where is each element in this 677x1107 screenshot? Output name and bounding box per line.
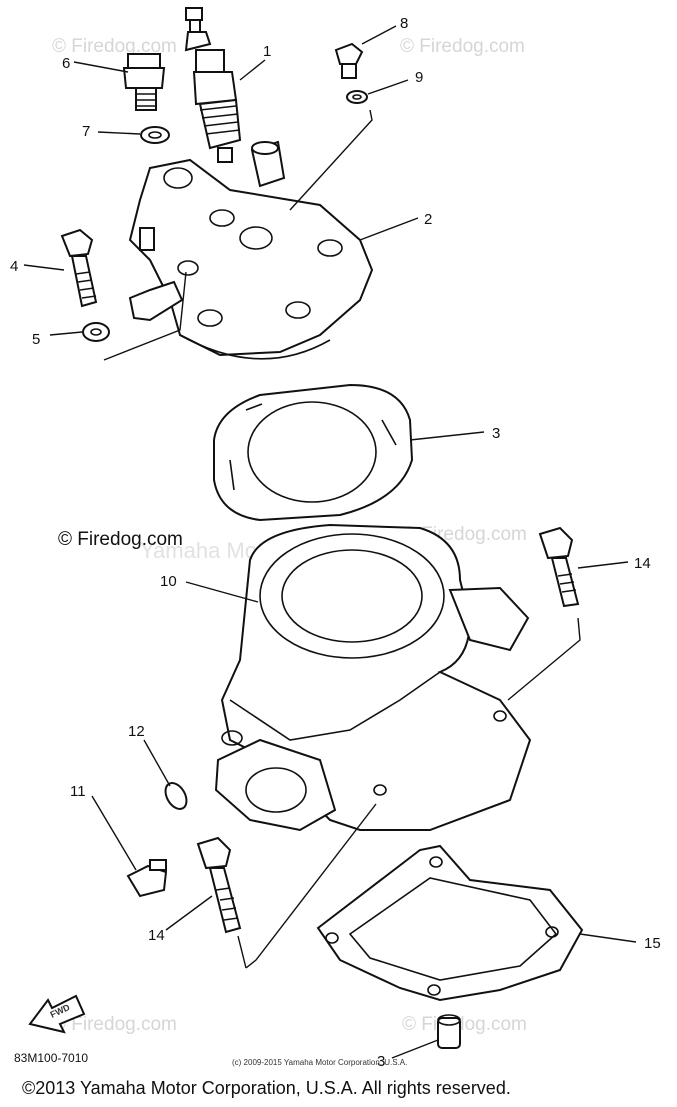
watermark-top-left: © Firedog.com xyxy=(52,36,177,57)
callout-8: 8 xyxy=(400,15,408,32)
cylinder-head xyxy=(128,140,374,360)
small-copyright: (c) 2009-2015 Yamaha Motor Corporation, … xyxy=(232,1058,407,1067)
bolt-14-upper xyxy=(538,526,580,608)
washer-9 xyxy=(346,90,368,104)
washer-12 xyxy=(164,782,188,810)
part-code: 83M100-7010 xyxy=(14,1051,88,1065)
head-gasket xyxy=(213,383,414,522)
watermark-top-right: © Firedog.com xyxy=(400,36,525,57)
callout-6: 6 xyxy=(62,55,70,72)
callout-14-upper: 14 xyxy=(634,555,651,572)
callout-10: 10 xyxy=(160,573,177,590)
spark-plug xyxy=(184,7,242,163)
base-gasket xyxy=(316,844,584,1002)
washer-5 xyxy=(82,322,110,342)
watermark-main: © Firedog.com xyxy=(58,529,183,550)
washer-7 xyxy=(140,126,170,144)
callout-4: 4 xyxy=(10,258,18,275)
bolt-8 xyxy=(334,42,364,79)
callout-7: 7 xyxy=(82,123,90,140)
cylinder xyxy=(214,523,532,832)
callout-3-pin: 3 xyxy=(377,1053,385,1070)
bolt-4 xyxy=(60,228,98,308)
callout-12: 12 xyxy=(128,723,145,740)
footer-copyright: ©2013 Yamaha Motor Corporation, U.S.A. A… xyxy=(22,1078,511,1098)
fwd-arrow-icon: FWD xyxy=(28,994,86,1034)
callout-15: 15 xyxy=(644,935,661,952)
callout-14-lower: 14 xyxy=(148,927,165,944)
callout-11: 11 xyxy=(70,783,86,800)
callout-5: 5 xyxy=(32,331,40,348)
leader-lines xyxy=(23,25,637,1059)
callout-9: 9 xyxy=(415,69,423,86)
temp-sensor xyxy=(122,53,166,111)
watermark-bottom-left: © Firedog.com xyxy=(52,1014,177,1035)
callout-1: 1 xyxy=(263,43,271,60)
watermark-bottom-right: © Firedog.com xyxy=(402,1014,527,1035)
dowel-pin xyxy=(437,1014,461,1049)
bolt-14-lower xyxy=(196,836,242,934)
drain-plug-11 xyxy=(126,859,168,898)
callout-2: 2 xyxy=(424,211,432,228)
callout-3-gasket: 3 xyxy=(492,425,500,442)
